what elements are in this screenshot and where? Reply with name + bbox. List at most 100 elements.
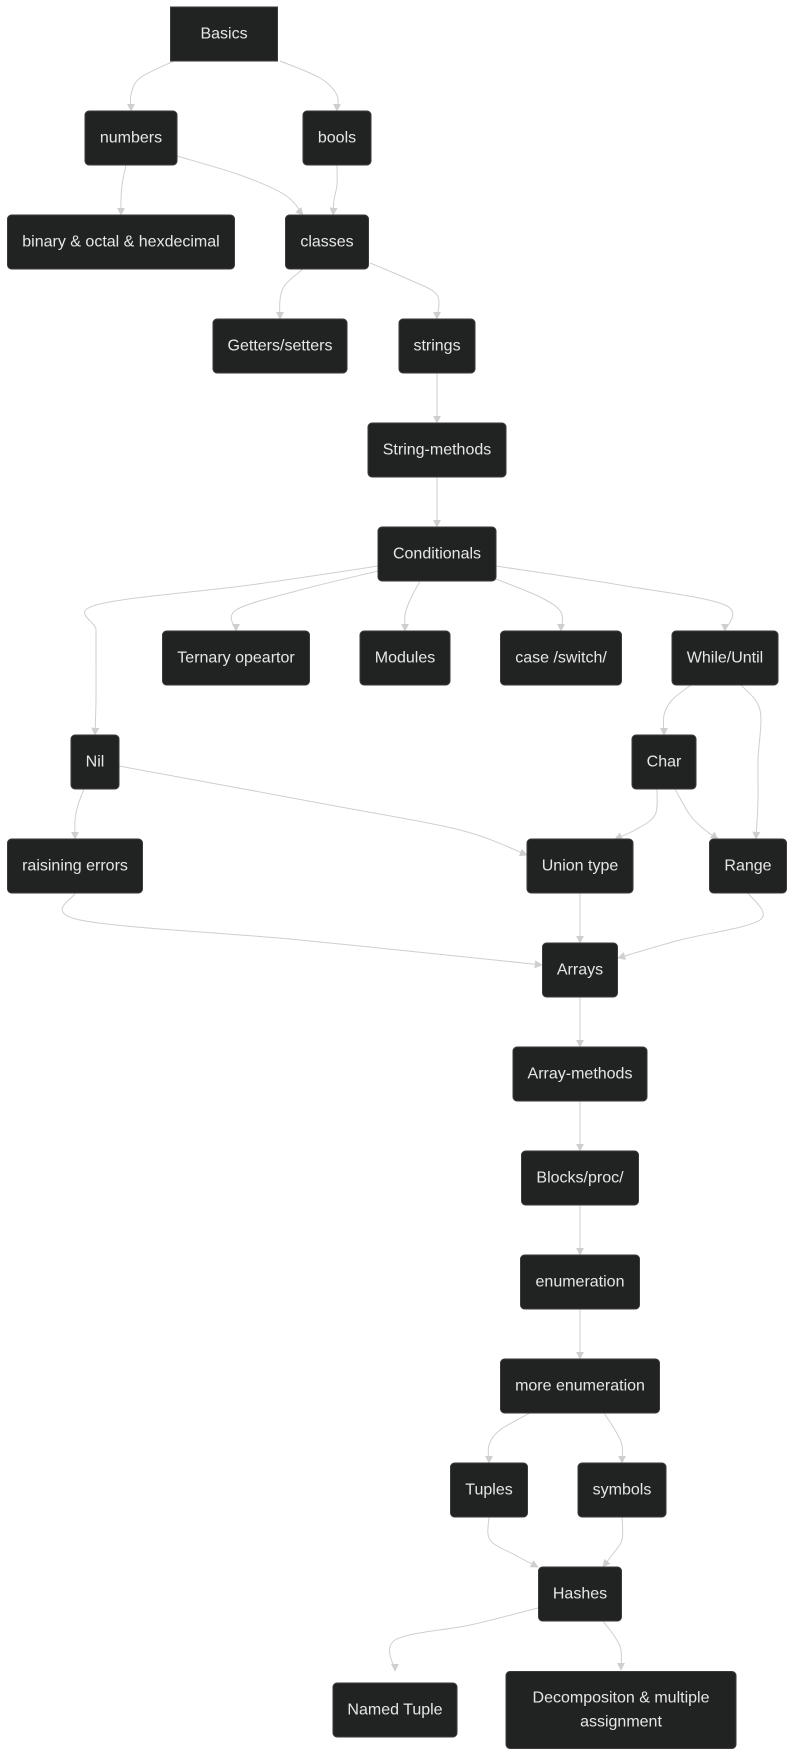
node-label: Ternary opeartor (177, 650, 295, 667)
node-label: Hashes (553, 1586, 607, 1603)
node-box (500, 1358, 660, 1414)
node-label: Array-methods (528, 1066, 633, 1083)
node-label: Getters/setters (228, 338, 333, 355)
node-box (84, 110, 178, 166)
node-label-line: assignment (580, 1714, 662, 1731)
node-box (359, 630, 451, 686)
node-range: Range (709, 838, 787, 894)
node-label: more enumeration (515, 1378, 645, 1395)
node-enumeration: enumeration (520, 1254, 640, 1310)
node-box (332, 1682, 458, 1738)
node-blocks: Blocks/proc/ (521, 1150, 639, 1206)
node-label: While/Until (687, 650, 763, 667)
edge-hashes-to-decomposition (602, 1620, 626, 1671)
node-label: raisining errors (22, 858, 128, 875)
edge-more-enum-to-symbols (603, 1412, 627, 1464)
node-named-tuple: Named Tuple (332, 1682, 458, 1738)
node-conditionals: Conditionals (377, 526, 497, 582)
edge-nil-to-union (118, 765, 528, 857)
node-label: String-methods (383, 442, 492, 459)
node-symbols: symbols (577, 1462, 667, 1518)
node-arrays: Arrays (542, 942, 618, 998)
node-box (377, 526, 497, 582)
edge-conditionals-to-ternary (230, 570, 379, 632)
node-union: Union type (526, 838, 634, 894)
edge-char-to-union (614, 788, 658, 840)
node-label: numbers (100, 130, 162, 147)
node-box (709, 838, 787, 894)
edge-conditionals-to-while (495, 565, 734, 632)
node-case: case /switch/ (500, 630, 622, 686)
node-label: enumeration (536, 1274, 625, 1291)
node-box (398, 318, 476, 374)
node-bools: bools (302, 110, 372, 166)
node-box (212, 318, 348, 374)
edge-numbers-to-classes (176, 155, 304, 216)
edge-classes-to-getters (275, 268, 304, 320)
node-label: strings (413, 338, 460, 355)
edge-tuples-to-hashes (487, 1516, 539, 1568)
node-label: bools (318, 130, 356, 147)
node-box (505, 1671, 737, 1749)
edge-char-to-range (674, 788, 719, 840)
node-while: While/Until (671, 630, 779, 686)
edge-basics-to-bools (279, 60, 342, 112)
node-label: Tuples (465, 1482, 512, 1499)
node-ternary: Ternary opeartor (162, 630, 310, 686)
edge-bools-to-classes (329, 164, 338, 216)
edge-conditionals-to-case (495, 578, 566, 632)
node-box (671, 630, 779, 686)
node-hashes: Hashes (538, 1566, 622, 1622)
node-label-line: Decompositon & multiple (533, 1690, 710, 1707)
node-box (162, 630, 310, 686)
node-more-enum: more enumeration (500, 1358, 660, 1414)
node-decomposition: Decompositon & multiple assignment (505, 1671, 737, 1749)
node-tuples: Tuples (450, 1462, 528, 1518)
edges-layer (61, 60, 764, 1672)
edge-more-enum-to-tuples (484, 1412, 531, 1464)
node-label: case /switch/ (515, 650, 607, 667)
node-classes: classes (285, 214, 369, 270)
node-label: Char (647, 754, 682, 771)
node-box (577, 1462, 667, 1518)
node-box (512, 1046, 648, 1102)
node-label: classes (300, 234, 353, 251)
node-strings: strings (398, 318, 476, 374)
node-box (7, 214, 235, 270)
edge-basics-to-numbers (126, 60, 175, 112)
node-label: Conditionals (393, 546, 481, 563)
node-label: Named Tuple (347, 1702, 442, 1719)
node-box (450, 1462, 528, 1518)
edge-range-to-arrays (617, 892, 764, 960)
edge-numbers-to-binary (116, 164, 127, 216)
node-box (520, 1254, 640, 1310)
edge-hashes-to-named-tuple (389, 1607, 539, 1672)
edge-nil-to-errors (70, 788, 85, 840)
node-basics: Basics (170, 6, 278, 62)
edge-symbols-to-hashes (602, 1516, 624, 1568)
node-box (500, 630, 622, 686)
node-modules: Modules (359, 630, 451, 686)
edge-while-to-char (659, 684, 692, 736)
node-label: Blocks/proc/ (536, 1170, 624, 1187)
node-box (526, 838, 634, 894)
node-label: Union type (542, 858, 619, 875)
node-box (542, 942, 618, 998)
node-array-methods: Array-methods (512, 1046, 648, 1102)
node-box (70, 734, 120, 790)
node-box (631, 734, 697, 790)
node-box (302, 110, 372, 166)
node-box (7, 838, 143, 894)
node-label: Nil (86, 754, 105, 771)
node-string-methods: String-methods (367, 422, 507, 478)
edge-while-to-range (740, 684, 762, 840)
edge-conditionals-to-modules (400, 580, 421, 632)
edge-classes-to-strings (369, 262, 442, 320)
node-box (170, 6, 278, 62)
node-label: Basics (200, 26, 247, 43)
node-label: symbols (593, 1482, 652, 1499)
node-box (285, 214, 369, 270)
node-box (521, 1150, 639, 1206)
